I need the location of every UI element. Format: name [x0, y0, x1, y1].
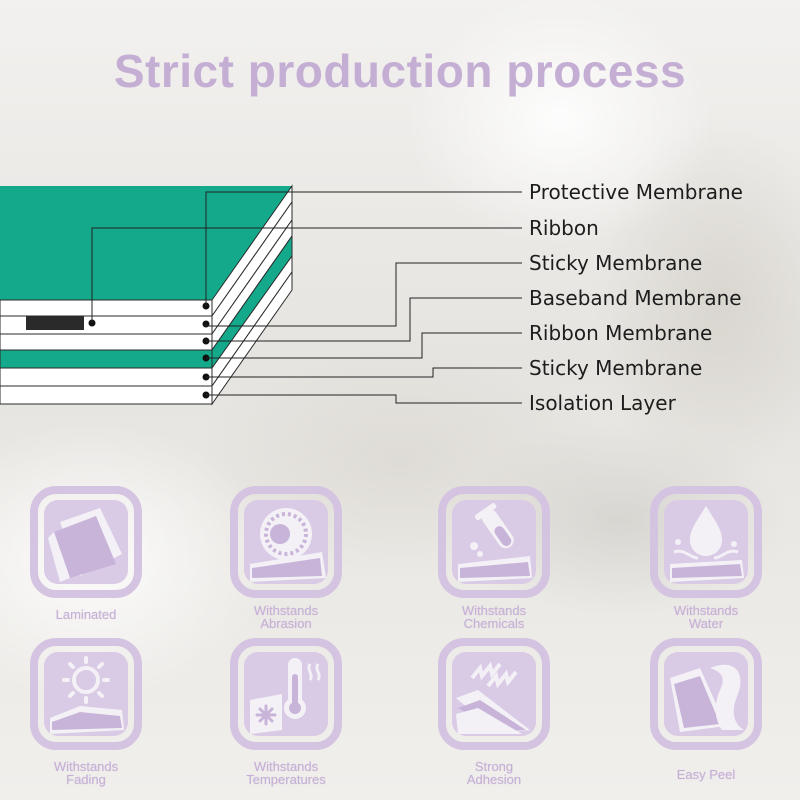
- feature-adhesion-line1: Strong: [474, 759, 514, 774]
- layer-label-ribbon-membrane: Ribbon Membrane: [529, 321, 713, 345]
- feature-water-line2: Water: [688, 616, 724, 631]
- page-title: Strict production process: [113, 45, 687, 97]
- feature-easy-peel-line1: Easy Peel: [676, 767, 736, 782]
- ribbon-strip: [26, 316, 84, 330]
- layer-front-isolation: [0, 385, 213, 405]
- feature-fading-line2: Fading: [66, 772, 106, 787]
- feature-abrasion-line1: Withstands: [253, 603, 319, 618]
- easy-peel-icon: [650, 638, 762, 750]
- layer-label-ribbon: Ribbon: [529, 216, 599, 240]
- feature-laminated-line1: Laminated: [55, 607, 117, 622]
- feature-temperatures-line2: Temperatures: [246, 772, 326, 787]
- temperatures-icon: [230, 638, 342, 750]
- leader-line-protective: [205, 191, 522, 306]
- chemicals-icon: [438, 486, 550, 598]
- leader-line-sticky-2: [206, 367, 522, 378]
- layer-label-isolation-layer: Isolation Layer: [529, 391, 676, 415]
- layer-label-sticky-membrane: Sticky Membrane: [529, 251, 703, 275]
- feature-abrasion-line2: Abrasion: [260, 616, 312, 631]
- leader-line-baseband: [206, 297, 522, 342]
- laminated-icon: [30, 486, 142, 598]
- feature-adhesion-line2: Adhesion: [466, 772, 522, 787]
- layer-front-sticky: [0, 333, 213, 351]
- layer-label-baseband-membrane: Baseband Membrane: [529, 286, 742, 310]
- leader-line-ribbon: [91, 227, 522, 323]
- layer-front-sticky-2: [0, 367, 213, 387]
- layer-front-baseband: [0, 349, 213, 369]
- feature-temperatures-line1: Withstands: [253, 759, 319, 774]
- abrasion-icon: [230, 486, 342, 598]
- layer-front-protective: [0, 299, 213, 317]
- protective-membrane-top-face: [0, 186, 292, 300]
- feature-chemicals-line1: Withstands: [461, 603, 527, 618]
- adhesion-icon: [438, 638, 550, 750]
- layer-label-sticky-membrane-2: Sticky Membrane: [529, 356, 703, 380]
- leader-line-isolation: [206, 394, 522, 404]
- feature-fading-line1: Withstands: [53, 759, 119, 774]
- water-icon: [650, 486, 762, 598]
- feature-water-line1: Withstands: [673, 603, 739, 618]
- fading-icon: [30, 638, 142, 750]
- leader-line-sticky: [205, 262, 522, 327]
- feature-chemicals-line2: Chemicals: [463, 616, 525, 631]
- layer-label-protective-membrane: Protective Membrane: [529, 180, 743, 204]
- leader-line-ribbon-membrane: [206, 332, 522, 359]
